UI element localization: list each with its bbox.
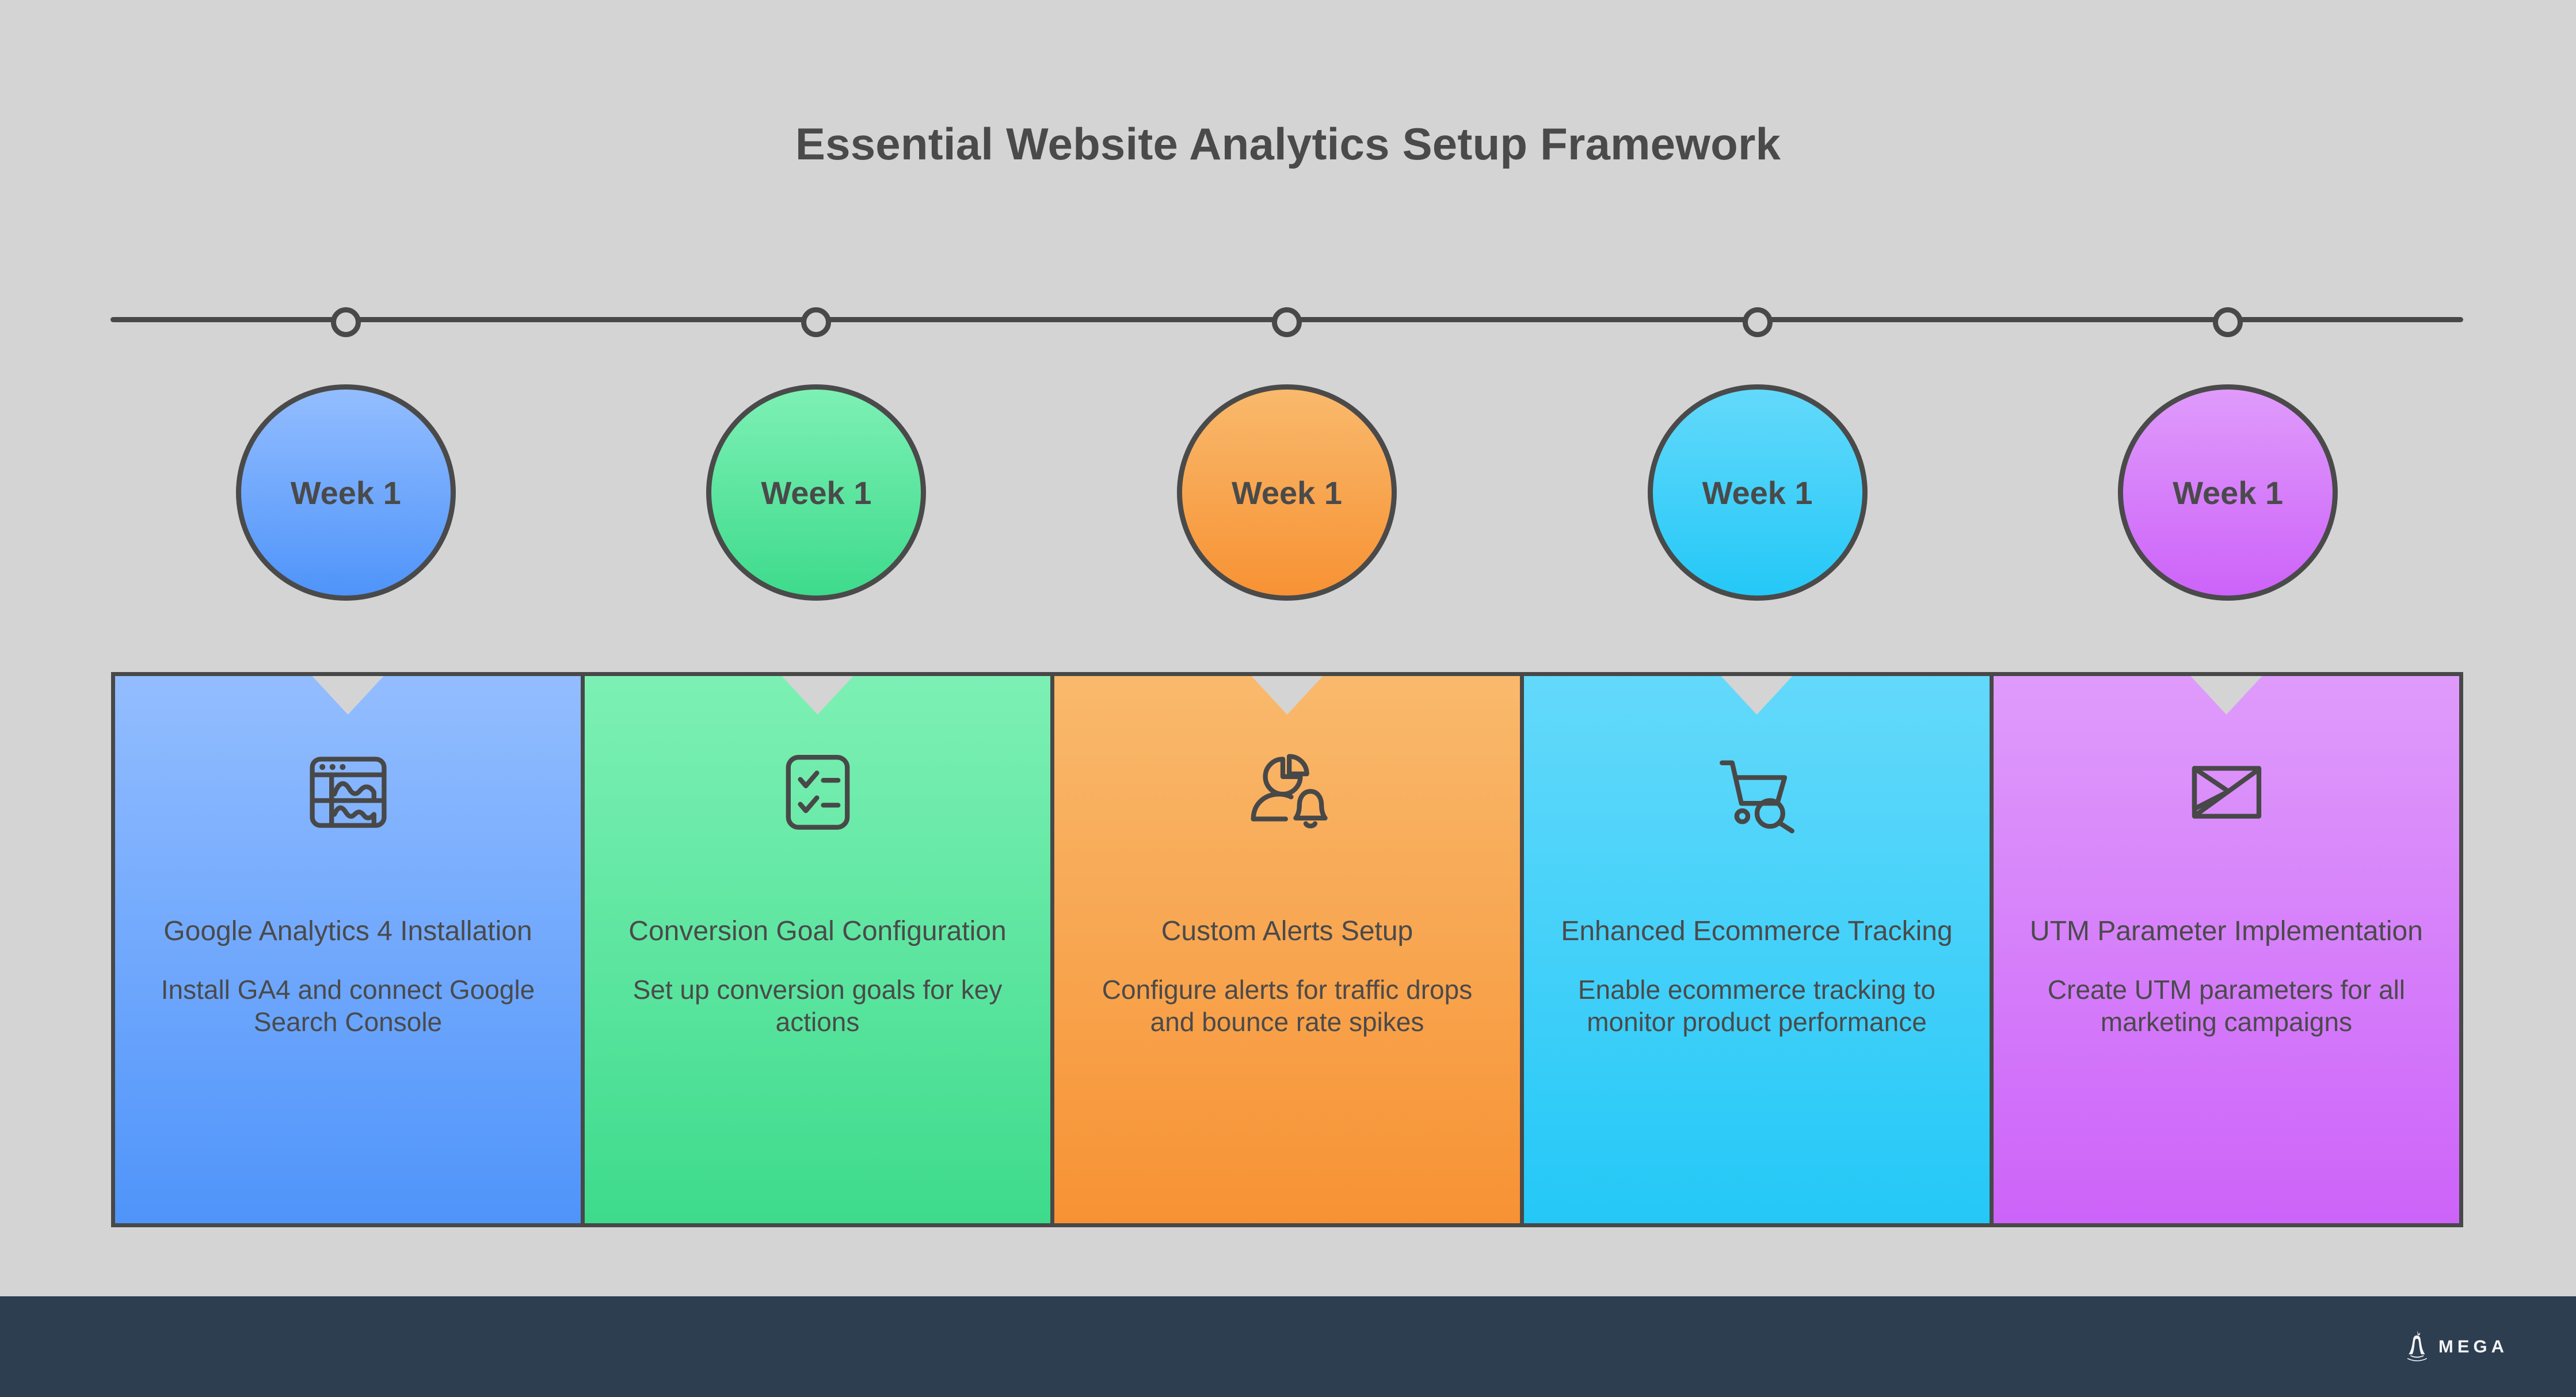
card-description: Enable ecommerce tracking to monitor pro… [1577,974,1936,1037]
footer-brand: MEGA [2406,1329,2508,1365]
shopping-cart-search-icon [1719,760,1794,834]
user-pie-chart-bell-icon [1251,754,1328,829]
week-circle-5[interactable]: Week 1 [2118,384,2338,601]
card-title: UTM Parameter Implementation [2030,916,2423,946]
timeline-dot [1272,307,1302,337]
card-notch [1720,676,1793,715]
card-title: Google Analytics 4 Installation [163,916,532,946]
card-notch [1251,676,1324,715]
card-title: Enhanced Ecommerce Tracking [1561,916,1953,946]
week-circle-label: Week 1 [1702,474,1813,511]
card-title: Custom Alerts Setup [1161,916,1413,946]
card-description: Set up conversion goals for key actions [632,974,1003,1037]
week-circle-label: Week 1 [2173,474,2284,511]
timeline-dot [801,307,832,337]
footer-bar: MEGA [0,1296,2576,1397]
week-circle-2[interactable]: Week 1 [706,384,927,601]
week-circle-label: Week 1 [1232,474,1342,511]
card-description: Configure alerts for traffic drops and b… [1102,974,1473,1037]
week-circle-3[interactable]: Week 1 [1177,384,1397,601]
week-circle-label: Week 1 [290,474,401,511]
card-title: Conversion Goal Configuration [628,916,1007,946]
card-description: Install GA4 and connect Google Search Co… [161,974,535,1037]
mega-statue-logo-icon [2406,1329,2429,1365]
card-notch [2190,676,2263,715]
timeline-dot [2213,307,2243,337]
open-envelope-icon [2192,766,2261,819]
milestone-circles-row: Week 1 Week 1 Week 1 Week 1 Week 1 [110,384,2463,603]
week-circle-label: Week 1 [761,474,872,511]
week-circle-1[interactable]: Week 1 [235,384,456,601]
timeline [110,299,2463,339]
footer-brand-text: MEGA [2438,1336,2508,1357]
page-title: Essential Website Analytics Setup Framew… [795,119,1781,169]
card-description: Create UTM parameters for all marketing … [2047,974,2406,1037]
timeline-dot [330,307,361,337]
timeline-dot [1742,307,1773,337]
week-circle-4[interactable]: Week 1 [1647,384,1868,601]
checklist-icon [786,755,849,830]
card-notch [781,676,854,715]
dashboard-analytics-icon [309,757,387,828]
card-notch [311,676,384,715]
